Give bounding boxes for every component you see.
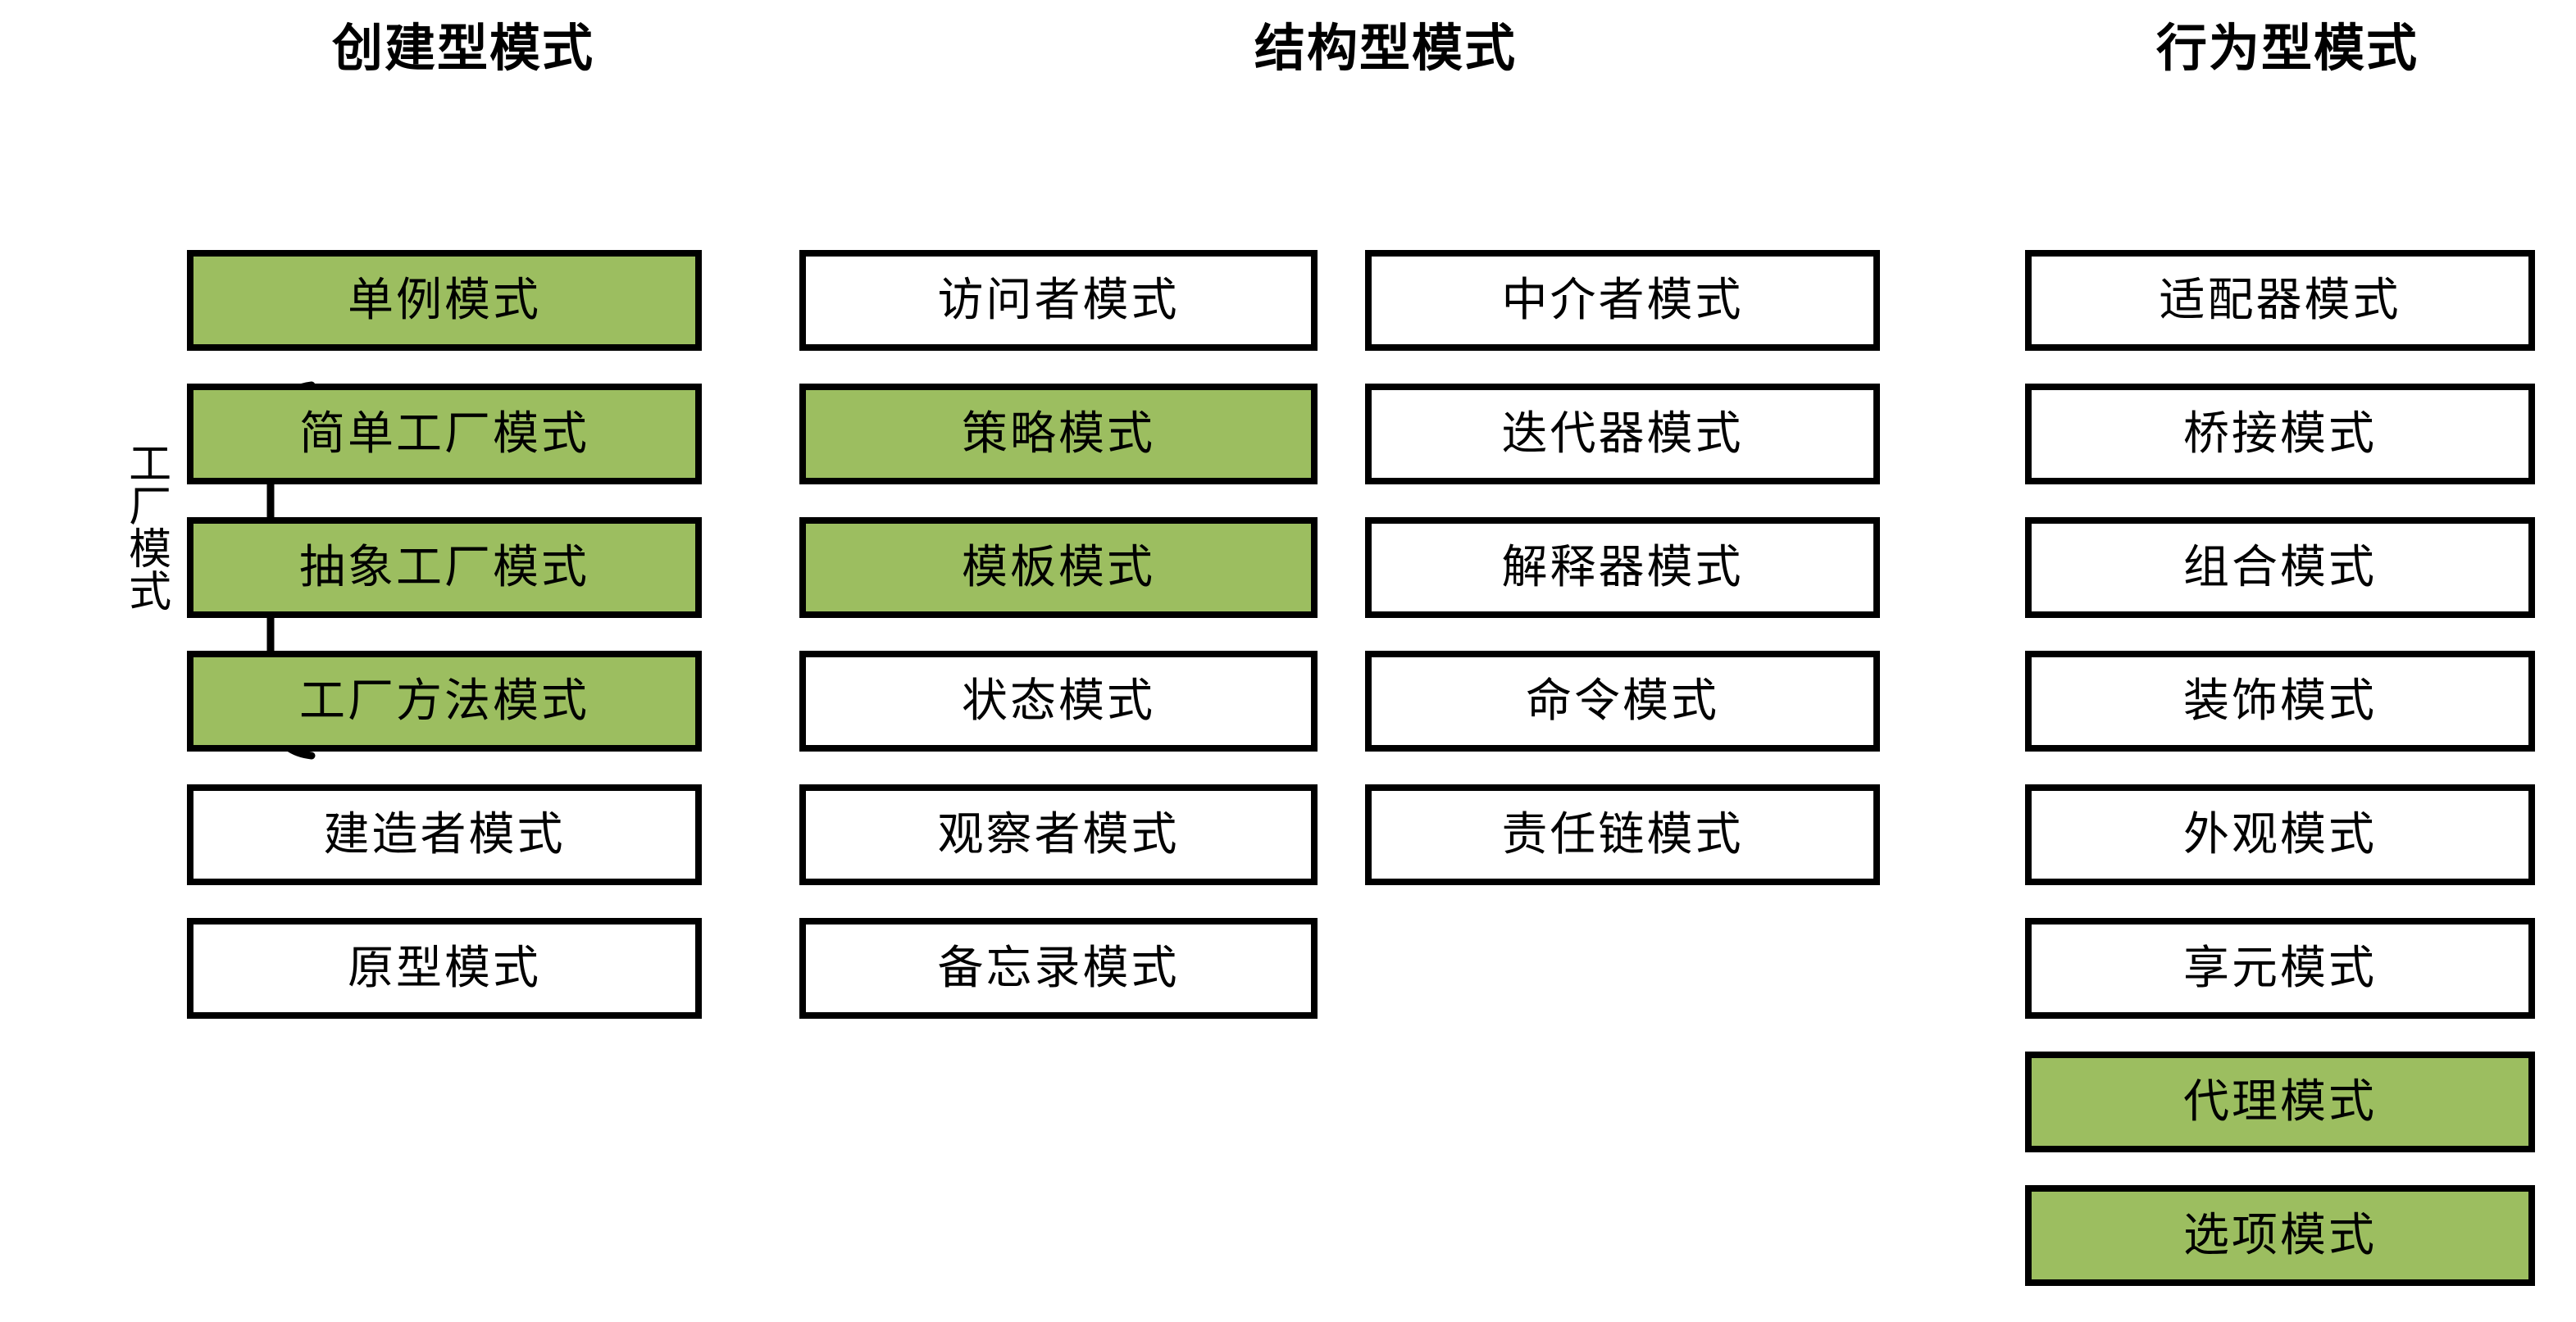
pattern-box[interactable]: 抽象工厂模式 <box>187 517 702 618</box>
pattern-box[interactable]: 责任链模式 <box>1365 784 1880 885</box>
pattern-label: 桥接模式 <box>2183 407 2377 461</box>
pattern-label: 建造者模式 <box>323 807 566 861</box>
pattern-label: 访问者模式 <box>937 273 1180 327</box>
pattern-box[interactable]: 策略模式 <box>799 384 1318 484</box>
pattern-label: 代理模式 <box>2183 1074 2377 1129</box>
pattern-box[interactable]: 原型模式 <box>187 918 702 1019</box>
pattern-box[interactable]: 外观模式 <box>2025 784 2535 885</box>
pattern-box[interactable]: 状态模式 <box>799 651 1318 752</box>
pattern-box[interactable]: 代理模式 <box>2025 1052 2535 1152</box>
pattern-box[interactable]: 命令模式 <box>1365 651 1880 752</box>
pattern-box[interactable]: 中介者模式 <box>1365 250 1880 351</box>
pattern-label: 状态模式 <box>962 674 1155 728</box>
column-title-structural: 结构型模式 <box>1254 18 1517 78</box>
pattern-box[interactable]: 迭代器模式 <box>1365 384 1880 484</box>
pattern-box[interactable]: 备忘录模式 <box>799 918 1318 1019</box>
pattern-box[interactable]: 建造者模式 <box>187 784 702 885</box>
pattern-box[interactable]: 享元模式 <box>2025 918 2535 1019</box>
pattern-label: 原型模式 <box>348 941 541 995</box>
pattern-label: 组合模式 <box>2183 540 2377 594</box>
pattern-box[interactable]: 单例模式 <box>187 250 702 351</box>
pattern-box[interactable]: 装饰模式 <box>2025 651 2535 752</box>
pattern-label: 享元模式 <box>2183 941 2377 995</box>
pattern-box[interactable]: 解释器模式 <box>1365 517 1880 618</box>
pattern-label: 装饰模式 <box>2183 674 2377 728</box>
pattern-label: 简单工厂模式 <box>299 407 589 461</box>
pattern-box[interactable]: 桥接模式 <box>2025 384 2535 484</box>
pattern-box[interactable]: 适配器模式 <box>2025 250 2535 351</box>
pattern-box[interactable]: 选项模式 <box>2025 1185 2535 1286</box>
pattern-label: 迭代器模式 <box>1501 407 1744 461</box>
pattern-label: 模板模式 <box>962 540 1155 594</box>
pattern-box[interactable]: 访问者模式 <box>799 250 1318 351</box>
pattern-box[interactable]: 模板模式 <box>799 517 1318 618</box>
pattern-label: 工厂方法模式 <box>299 674 589 728</box>
column-title-behavioral: 行为型模式 <box>2155 18 2419 78</box>
pattern-label: 抽象工厂模式 <box>299 540 589 594</box>
pattern-label: 命令模式 <box>1526 674 1719 728</box>
column-title-creational: 创建型模式 <box>331 18 594 78</box>
pattern-label: 外观模式 <box>2183 807 2377 861</box>
pattern-label: 观察者模式 <box>937 807 1180 861</box>
factory-group-label: 工厂模式 <box>121 441 171 611</box>
pattern-label: 责任链模式 <box>1501 807 1744 861</box>
pattern-box[interactable]: 组合模式 <box>2025 517 2535 618</box>
pattern-label: 备忘录模式 <box>937 941 1180 995</box>
pattern-label: 选项模式 <box>2183 1208 2377 1262</box>
pattern-label: 中介者模式 <box>1501 273 1744 327</box>
pattern-label: 策略模式 <box>962 407 1155 461</box>
pattern-box[interactable]: 观察者模式 <box>799 784 1318 885</box>
pattern-label: 解释器模式 <box>1501 540 1744 594</box>
pattern-label: 单例模式 <box>348 273 541 327</box>
pattern-box[interactable]: 工厂方法模式 <box>187 651 702 752</box>
pattern-label: 适配器模式 <box>2159 273 2401 327</box>
pattern-box[interactable]: 简单工厂模式 <box>187 384 702 484</box>
